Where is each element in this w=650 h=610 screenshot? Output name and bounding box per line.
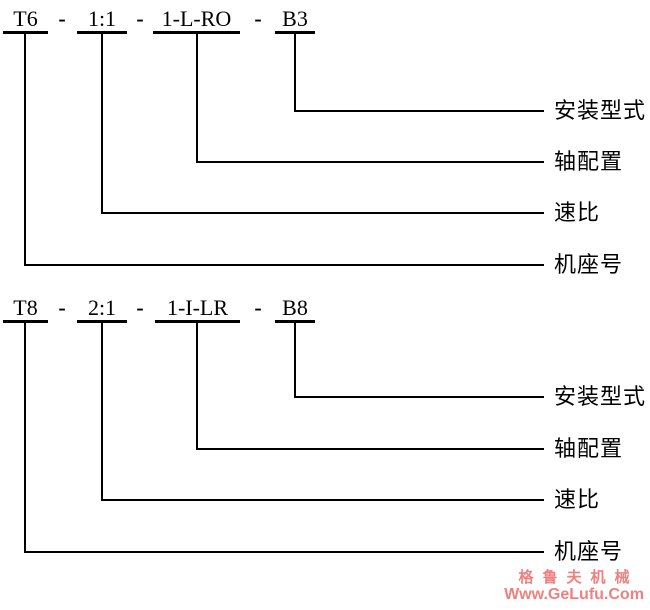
leader-h-speed-ratio bbox=[101, 499, 544, 501]
leader-v-shaft-config bbox=[196, 320, 198, 450]
watermark: 格鲁夫机械 Www.GeLufu.Com bbox=[500, 570, 648, 603]
separator-dash: - bbox=[254, 295, 262, 320]
label-mounting-type: 安装型式 bbox=[554, 98, 647, 123]
code-segment-speed-ratio: 2:1 bbox=[87, 295, 117, 320]
code-segment-frame-size: T8 bbox=[13, 295, 38, 320]
code-segment-mounting-type: B3 bbox=[282, 6, 308, 31]
leader-v-shaft-config bbox=[196, 31, 198, 163]
watermark-brand: 格鲁夫机械 bbox=[518, 570, 639, 586]
leader-v-mounting-type bbox=[294, 31, 296, 112]
separator-dash: - bbox=[58, 295, 66, 320]
leader-v-mounting-type bbox=[294, 320, 296, 398]
leader-v-speed-ratio bbox=[101, 320, 103, 501]
label-speed-ratio: 速比 bbox=[554, 487, 601, 512]
watermark-url: Www.GeLufu.Com bbox=[504, 586, 644, 603]
leader-h-speed-ratio bbox=[101, 212, 544, 214]
code-segment-frame-size: T6 bbox=[13, 6, 38, 31]
label-frame-size: 机座号 bbox=[554, 539, 624, 564]
label-frame-size: 机座号 bbox=[554, 252, 624, 277]
separator-dash: - bbox=[58, 6, 66, 31]
leader-h-frame-size bbox=[24, 551, 544, 553]
code-segment-mounting-type: B8 bbox=[282, 295, 308, 320]
separator-dash: - bbox=[136, 6, 144, 31]
label-mounting-type: 安装型式 bbox=[554, 384, 647, 409]
leader-v-frame-size bbox=[24, 31, 26, 266]
leader-h-frame-size bbox=[24, 264, 544, 266]
separator-dash: - bbox=[254, 6, 262, 31]
leader-v-speed-ratio bbox=[101, 31, 103, 214]
label-shaft-config: 轴配置 bbox=[554, 149, 624, 174]
leader-v-frame-size bbox=[24, 320, 26, 553]
leader-h-shaft-config bbox=[196, 161, 544, 163]
leader-h-mounting-type bbox=[294, 110, 544, 112]
label-shaft-config: 轴配置 bbox=[554, 436, 624, 461]
leader-h-shaft-config bbox=[196, 448, 544, 450]
code-segment-shaft-config: 1-L-RO bbox=[161, 6, 232, 31]
separator-dash: - bbox=[136, 295, 144, 320]
leader-h-mounting-type bbox=[294, 396, 544, 398]
label-speed-ratio: 速比 bbox=[554, 200, 601, 225]
code-segment-speed-ratio: 1:1 bbox=[87, 6, 117, 31]
code-segment-shaft-config: 1-I-LR bbox=[166, 295, 229, 320]
